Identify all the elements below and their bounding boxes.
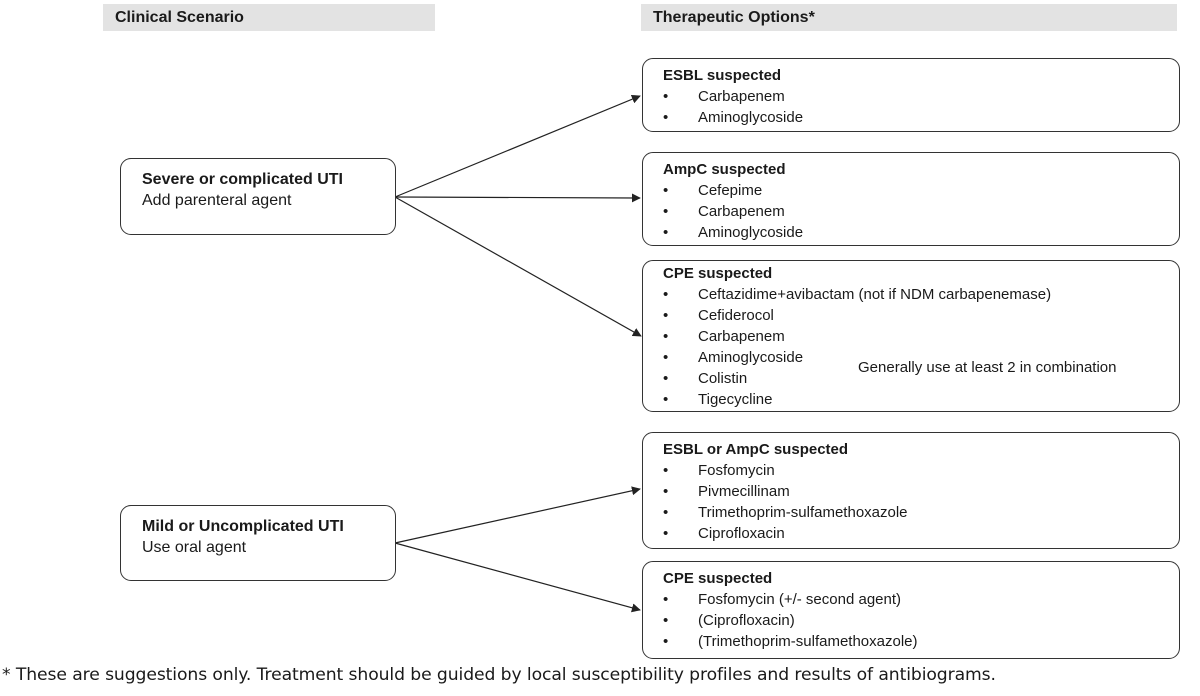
list-item: (Ciprofloxacin) [663, 610, 1169, 631]
header-therapeutic-options: Therapeutic Options* [641, 4, 1177, 31]
list-item: Aminoglycoside [663, 222, 1169, 243]
option-esbl-ampc-list: Fosfomycin Pivmecillinam Trimethoprim-su… [663, 460, 1169, 544]
list-item: Carbapenem [663, 86, 1169, 107]
arrow-severe-to-ampc [394, 193, 641, 203]
scenario-severe-subtitle: Add parenteral agent [142, 192, 292, 209]
list-item: (Trimethoprim-sulfamethoxazole) [663, 631, 1169, 652]
list-item: Carbapenem [663, 201, 1169, 222]
list-item: Aminoglycoside [663, 107, 1169, 128]
option-esbl-box: ESBL suspected Carbapenem Aminoglycoside [642, 58, 1180, 132]
list-item: Ceftazidime+avibactam (not if NDM carbap… [663, 284, 1169, 305]
option-cpe-severe-title: CPE suspected [663, 265, 773, 282]
option-cpe-severe-box: CPE suspected Ceftazidime+avibactam (not… [642, 260, 1180, 412]
footnote: * These are suggestions only. Treatment … [2, 665, 996, 685]
list-item: Pivmecillinam [663, 481, 1169, 502]
option-esbl-title: ESBL suspected [663, 67, 782, 84]
option-cpe-severe-list: Ceftazidime+avibactam (not if NDM carbap… [663, 284, 1169, 410]
option-cpe-mild-title: CPE suspected [663, 570, 773, 587]
arrow-mild-to-esbl-ampc [394, 486, 641, 544]
arrow-severe-to-esbl [394, 94, 641, 198]
list-item: Aminoglycoside [663, 347, 1169, 368]
list-item: Ciprofloxacin [663, 523, 1169, 544]
scenario-severe-title: Severe or complicated UTI [142, 171, 343, 188]
arrow-severe-to-cpe [394, 196, 642, 337]
list-item: Cefepime [663, 180, 1169, 201]
arrow-mild-to-cpe [394, 542, 641, 613]
option-esbl-ampc-title: ESBL or AmpC suspected [663, 441, 849, 458]
option-ampc-box: AmpC suspected Cefepime Carbapenem Amino… [642, 152, 1180, 246]
list-item: Fosfomycin (+/- second agent) [663, 589, 1169, 610]
scenario-severe-box: Severe or complicated UTI Add parenteral… [120, 158, 396, 235]
list-item: Trimethoprim-sulfamethoxazole [663, 502, 1169, 523]
scenario-mild-title: Mild or Uncomplicated UTI [142, 518, 344, 535]
option-ampc-list: Cefepime Carbapenem Aminoglycoside [663, 180, 1169, 243]
list-item: Tigecycline [663, 389, 1169, 410]
list-item: Cefiderocol [663, 305, 1169, 326]
list-item: Fosfomycin [663, 460, 1169, 481]
option-cpe-mild-box: CPE suspected Fosfomycin (+/- second age… [642, 561, 1180, 659]
list-item: Carbapenem [663, 326, 1169, 347]
option-ampc-title: AmpC suspected [663, 161, 786, 178]
option-esbl-ampc-box: ESBL or AmpC suspected Fosfomycin Pivmec… [642, 432, 1180, 549]
scenario-mild-box: Mild or Uncomplicated UTI Use oral agent [120, 505, 396, 581]
option-esbl-list: Carbapenem Aminoglycoside [663, 86, 1169, 128]
list-item: Colistin [663, 368, 1169, 389]
scenario-mild-subtitle: Use oral agent [142, 539, 247, 556]
option-cpe-mild-list: Fosfomycin (+/- second agent) (Ciproflox… [663, 589, 1169, 652]
header-clinical-scenario: Clinical Scenario [103, 4, 435, 31]
combination-note: Generally use at least 2 in combination [858, 359, 1117, 376]
